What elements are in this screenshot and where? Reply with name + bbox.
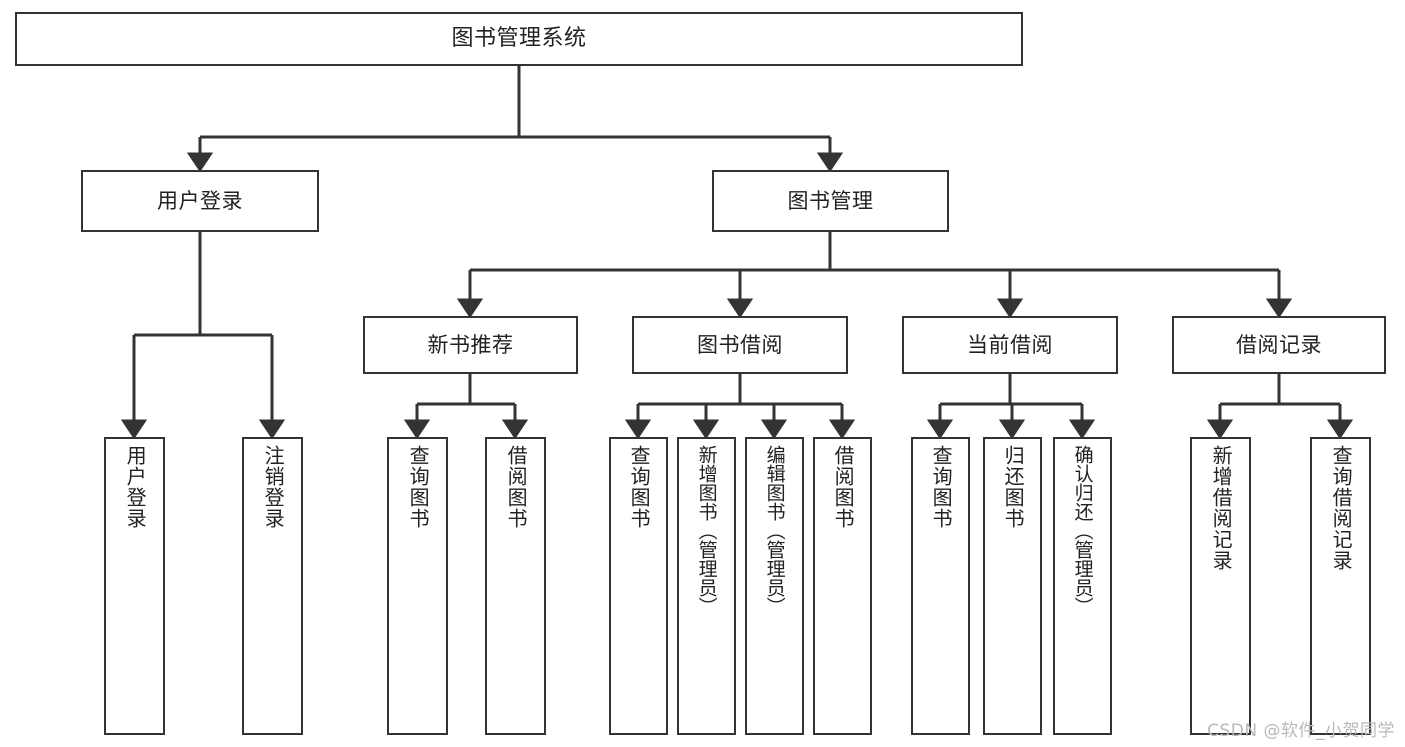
node-leaf-borrow-book-rec-label: 借阅图书 bbox=[504, 445, 529, 529]
node-leaf-query-record[interactable]: 查询借阅记录 bbox=[1310, 437, 1371, 735]
node-book-manage[interactable]: 图书管理 bbox=[712, 170, 949, 232]
node-user-login[interactable]: 用户登录 bbox=[81, 170, 319, 232]
node-leaf-query-book-borrow[interactable]: 查询图书 bbox=[609, 437, 668, 735]
node-leaf-edit-book[interactable]: 编辑图书（管理员） bbox=[745, 437, 804, 735]
node-leaf-add-record[interactable]: 新增借阅记录 bbox=[1190, 437, 1251, 735]
node-borrow-record-label: 借阅记录 bbox=[1236, 332, 1322, 357]
node-leaf-query-record-label: 查询借阅记录 bbox=[1329, 445, 1354, 571]
node-leaf-user-logout-label: 注销登录 bbox=[261, 445, 286, 529]
node-leaf-confirm-return-label: 确认归还（管理员） bbox=[1071, 445, 1094, 616]
node-new-book-recommend[interactable]: 新书推荐 bbox=[363, 316, 578, 374]
node-leaf-query-book-cur[interactable]: 查询图书 bbox=[911, 437, 970, 735]
node-borrow-record[interactable]: 借阅记录 bbox=[1172, 316, 1386, 374]
node-leaf-user-login[interactable]: 用户登录 bbox=[104, 437, 165, 735]
node-book-borrow[interactable]: 图书借阅 bbox=[632, 316, 848, 374]
node-current-borrow-label: 当前借阅 bbox=[967, 332, 1053, 357]
node-current-borrow[interactable]: 当前借阅 bbox=[902, 316, 1118, 374]
node-root[interactable]: 图书管理系统 bbox=[15, 12, 1023, 66]
node-user-login-label: 用户登录 bbox=[157, 188, 243, 213]
node-leaf-return-book[interactable]: 归还图书 bbox=[983, 437, 1042, 735]
node-leaf-user-logout[interactable]: 注销登录 bbox=[242, 437, 303, 735]
csdn-watermark: CSDN @软件_小贺同学 bbox=[1207, 721, 1395, 741]
node-root-label: 图书管理系统 bbox=[451, 26, 587, 52]
node-new-book-recommend-label: 新书推荐 bbox=[427, 332, 514, 357]
node-book-borrow-label: 图书借阅 bbox=[697, 332, 783, 357]
node-leaf-query-book-rec-label: 查询图书 bbox=[406, 445, 431, 529]
node-leaf-confirm-return[interactable]: 确认归还（管理员） bbox=[1053, 437, 1112, 735]
node-leaf-user-login-label: 用户登录 bbox=[123, 445, 148, 529]
node-leaf-borrow-book-label: 借阅图书 bbox=[831, 445, 856, 529]
node-leaf-query-book-rec[interactable]: 查询图书 bbox=[387, 437, 448, 735]
node-book-manage-label: 图书管理 bbox=[787, 188, 874, 213]
node-leaf-query-book-borrow-label: 查询图书 bbox=[627, 445, 652, 529]
node-leaf-add-record-label: 新增借阅记录 bbox=[1209, 445, 1234, 571]
node-leaf-add-book-label: 新增图书（管理员） bbox=[695, 445, 718, 616]
node-leaf-borrow-book-rec[interactable]: 借阅图书 bbox=[485, 437, 546, 735]
node-leaf-add-book[interactable]: 新增图书（管理员） bbox=[677, 437, 736, 735]
node-leaf-query-book-cur-label: 查询图书 bbox=[929, 445, 954, 529]
node-leaf-return-book-label: 归还图书 bbox=[1001, 445, 1026, 529]
node-leaf-edit-book-label: 编辑图书（管理员） bbox=[763, 445, 786, 616]
node-leaf-borrow-book[interactable]: 借阅图书 bbox=[813, 437, 872, 735]
